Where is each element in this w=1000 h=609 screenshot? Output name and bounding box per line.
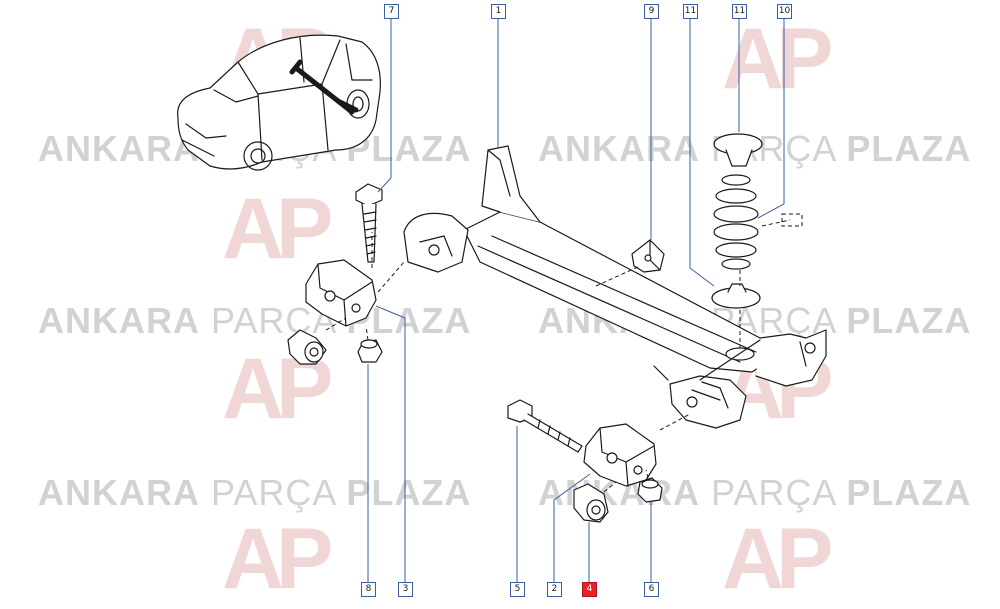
upper-spring-seat [713, 133, 763, 167]
detail-box [781, 213, 803, 227]
silentblock-left [287, 329, 327, 365]
callout-8[interactable]: 8 [361, 582, 376, 597]
watermark-logo: AP [222, 511, 334, 607]
guide-line [325, 317, 347, 331]
lower-spring-seat [711, 283, 761, 309]
guide-line [645, 469, 649, 479]
leader-7 [377, 16, 392, 193]
callout-7[interactable]: 7 [384, 4, 399, 19]
callout-6[interactable]: 6 [644, 582, 659, 597]
watermark-row: ANKARA PARÇA PLAZA [38, 472, 472, 513]
callout-11[interactable]: 11 [683, 4, 698, 19]
guide-line [659, 413, 691, 431]
guide-line [365, 325, 369, 341]
callout-3[interactable]: 3 [398, 582, 413, 597]
guide-line [595, 265, 641, 287]
guide-line [377, 261, 405, 293]
leader-3 [375, 305, 406, 582]
car-illustration [177, 34, 381, 171]
callout-2[interactable]: 2 [547, 582, 562, 597]
callout-11[interactable]: 11 [732, 4, 747, 19]
leader-10 [757, 16, 785, 219]
left-bracket [305, 259, 377, 327]
watermark-logo: AP [222, 181, 334, 277]
leader-11a [689, 16, 715, 287]
watermark-logo: AP [722, 11, 834, 107]
bump-stop [631, 239, 665, 273]
long-bolt [355, 183, 383, 263]
bush-right [637, 477, 663, 503]
right-bracket [583, 423, 657, 487]
rear-axle-beam [403, 145, 827, 429]
watermark-logo: AP [722, 511, 834, 607]
guide-line [603, 481, 617, 493]
watermark-row: ANKARA PARÇA PLAZA [538, 472, 972, 513]
callout-10[interactable]: 10 [777, 4, 792, 19]
callout-4-highlighted[interactable]: 4 [582, 582, 597, 597]
callout-9[interactable]: 9 [644, 4, 659, 19]
coil-spring [713, 174, 759, 270]
guide-line [761, 219, 791, 227]
bush-left [357, 339, 383, 363]
callout-1[interactable]: 1 [491, 4, 506, 19]
callout-5[interactable]: 5 [510, 582, 525, 597]
bolt-right [507, 399, 583, 453]
leader-2 [553, 473, 591, 582]
silentblock-right [573, 483, 609, 523]
